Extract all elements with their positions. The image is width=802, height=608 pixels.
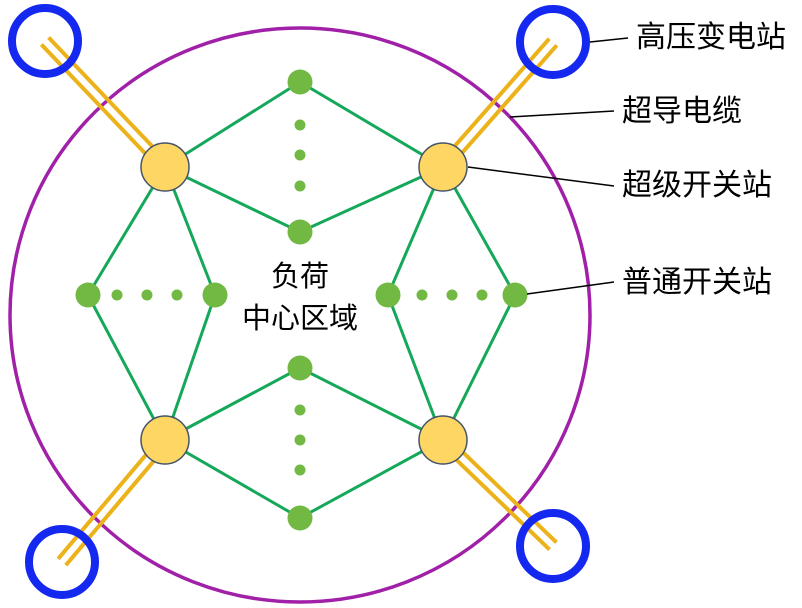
high-voltage-substation — [8, 4, 82, 78]
superconducting-cable — [445, 43, 559, 172]
normal-switch-station — [502, 282, 528, 308]
load-center-line2: 中心区域 — [241, 301, 358, 336]
normal-switch-station — [375, 282, 401, 308]
leader-line — [589, 37, 629, 43]
ellipsis-dot — [294, 119, 306, 131]
high-voltage-substation — [516, 5, 590, 79]
ellipsis-dot — [294, 149, 306, 161]
normal-switch-station — [202, 282, 228, 308]
normal-switch-station — [287, 219, 313, 245]
ellipsis-dot — [294, 404, 306, 416]
ellipsis-dot — [111, 289, 123, 301]
label-normal-switch-station: 普通开关站 — [622, 265, 772, 300]
ellipsis-dot — [294, 180, 306, 192]
leader-line — [509, 110, 615, 118]
ellipsis-dot — [476, 289, 488, 301]
label-substation: 高压变电站 — [636, 20, 786, 55]
load-center-boundary — [8, 26, 592, 604]
leader-line — [467, 166, 615, 187]
high-voltage-substation — [25, 525, 99, 599]
distribution-loop — [386, 163, 517, 444]
high-voltage-substation — [516, 509, 590, 583]
load-center-line1: 负荷 — [270, 259, 329, 293]
label-superconducting-cable: 超导电缆 — [622, 94, 742, 129]
ellipsis-dot — [171, 289, 183, 301]
ellipsis-dot — [141, 289, 153, 301]
superconducting-cable — [438, 442, 551, 552]
normal-switch-station — [287, 355, 313, 381]
label-super-switch-station: 超级开关站 — [622, 168, 772, 203]
ellipsis-dot — [446, 289, 458, 301]
superconducting-cable — [64, 441, 171, 567]
ellipsis-dot — [416, 289, 428, 301]
normal-switch-station — [287, 505, 313, 531]
leader-line — [526, 281, 615, 295]
normal-switch-station — [75, 282, 101, 308]
super-switch-station — [418, 142, 468, 192]
superconducting-cable — [39, 43, 163, 172]
load-center-label: 负荷 中心区域 — [220, 255, 380, 339]
ellipsis-dot — [294, 434, 306, 446]
super-switch-station — [418, 415, 468, 465]
distribution-loop — [86, 163, 217, 444]
ellipsis-dot — [294, 464, 306, 476]
normal-switch-station — [287, 69, 313, 95]
super-switch-station — [140, 142, 190, 192]
super-switch-station — [140, 415, 190, 465]
superconducting-cable — [445, 434, 558, 544]
superconducting-cable — [56, 435, 163, 561]
superconducting-cable — [437, 37, 551, 166]
